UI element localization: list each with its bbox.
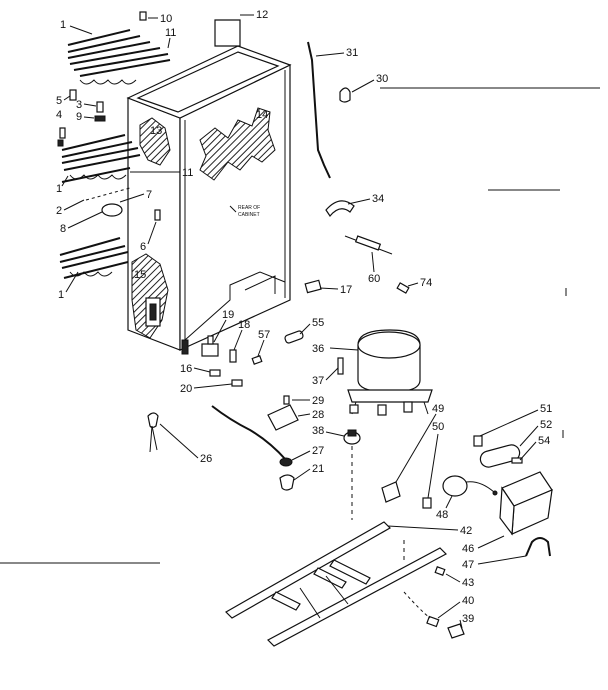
heater-60	[344, 235, 393, 255]
callout-34: 34	[372, 193, 384, 205]
grommet-55	[284, 330, 304, 344]
insulation-cutaway-rear	[199, 107, 276, 181]
connector-74	[396, 282, 410, 294]
shelf-bottom	[59, 237, 129, 279]
callout-26: 26	[200, 453, 212, 465]
callout-15: 15	[134, 269, 146, 281]
callout-6: 6	[140, 241, 146, 253]
callout-18: 18	[238, 319, 250, 331]
plug-17	[304, 279, 322, 294]
foot-39	[447, 623, 465, 639]
callout-74: 74	[420, 277, 432, 289]
callout-36: 36	[312, 343, 324, 355]
callout-11-mid: 11	[182, 167, 193, 179]
callout-7: 7	[146, 189, 152, 201]
relay-49	[381, 481, 401, 503]
callout-30: 30	[376, 73, 388, 85]
callout-8: 8	[60, 223, 66, 235]
callout-1: 1	[60, 19, 66, 31]
callout-21: 21	[312, 463, 324, 475]
callout-39: 39	[462, 613, 474, 625]
callout-28: 28	[312, 409, 324, 421]
callout-11-top: 11	[165, 27, 176, 39]
callout-40: 40	[462, 595, 474, 607]
wire-harness	[211, 405, 287, 461]
cover-46	[499, 471, 553, 536]
nut-57	[251, 355, 263, 365]
callout-27: 27	[312, 445, 324, 457]
handle-47	[525, 537, 551, 557]
insulation-cutaway-side	[139, 117, 171, 166]
callout-12: 12	[256, 9, 268, 21]
clip-50	[422, 497, 432, 509]
screw-18	[229, 349, 237, 363]
callout-52: 52	[540, 419, 552, 431]
callout-49: 49	[432, 403, 444, 415]
part-20	[231, 379, 243, 387]
callout-14: 14	[256, 109, 268, 121]
callout-38: 38	[312, 425, 324, 437]
callout-46: 46	[462, 543, 474, 555]
drain-clip	[339, 87, 351, 103]
callout-2: 2	[56, 205, 62, 217]
shelf-top	[67, 29, 171, 85]
callout-13: 13	[150, 125, 162, 137]
callout-42: 42	[460, 525, 472, 537]
screw-43	[434, 566, 446, 576]
callout-5: 5	[56, 95, 62, 107]
nut-40	[426, 615, 440, 628]
callout-57: 57	[258, 329, 270, 341]
callout-48: 48	[436, 509, 448, 521]
callout-4: 4	[56, 109, 62, 121]
bracket-19	[201, 343, 219, 357]
callout-50: 50	[432, 421, 444, 433]
callout-1-mid: 1	[56, 183, 62, 195]
cabinet-note-line1: REAR OF	[238, 205, 260, 211]
capacitor-52	[473, 435, 523, 468]
callout-29: 29	[312, 395, 324, 407]
callout-47: 47	[462, 559, 474, 571]
callout-1-low: 1	[58, 289, 64, 301]
callout-17: 17	[340, 284, 352, 296]
shelf-clips	[57, 11, 161, 221]
terminal-21	[279, 474, 295, 491]
bracket-28	[267, 404, 299, 431]
callout-43: 43	[462, 577, 474, 589]
callout-9: 9	[76, 111, 82, 123]
callout-10: 10	[160, 13, 172, 25]
callout-51: 51	[540, 403, 552, 415]
callout-19: 19	[222, 309, 234, 321]
callout-60: 60	[368, 273, 380, 285]
callout-16: 16	[180, 363, 192, 375]
callout-20: 20	[180, 383, 192, 395]
part-16	[209, 369, 221, 377]
callout-31: 31	[346, 47, 358, 59]
clamp-34	[325, 200, 355, 218]
callout-54: 54	[538, 435, 550, 447]
callout-labels: 1 10 12 11 31 30 5 3 4 9 13 14 1 11 2 7 …	[56, 9, 552, 629]
compressor	[347, 329, 433, 416]
callout-55: 55	[312, 317, 324, 329]
overload-48	[442, 475, 498, 497]
shelf-middle	[61, 134, 141, 183]
terminal-26	[147, 412, 159, 429]
callout-37: 37	[312, 375, 324, 387]
bolt-37	[337, 357, 344, 375]
callout-3: 3	[76, 99, 82, 111]
base-frame	[225, 521, 447, 647]
screw-29	[283, 395, 290, 405]
cabinet-note-line2: CABINET	[238, 212, 260, 218]
drain-tube	[307, 41, 331, 179]
